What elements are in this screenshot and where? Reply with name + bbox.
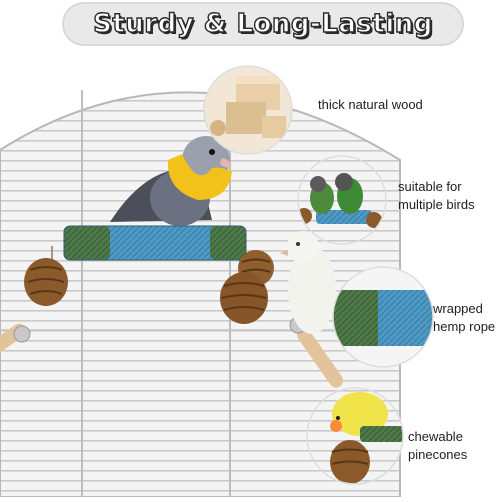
feature-label-hemp-rope: wrapped hemp rope <box>433 300 495 336</box>
white-bird <box>280 231 336 334</box>
wood-blocks-icon <box>203 65 293 155</box>
feature-text-line: multiple birds <box>398 197 475 212</box>
feature-label-multiple-birds: suitable for multiple birds <box>398 178 475 214</box>
two-birds-icon <box>297 155 387 245</box>
page-title: Sturdy & Long-Lasting <box>92 8 433 39</box>
rope-perch <box>63 225 247 261</box>
feature-text-line: hemp rope <box>433 319 496 334</box>
hemp-rope-icon <box>332 266 434 368</box>
feature-label-wood: thick natural wood <box>318 96 423 114</box>
feature-text-line: wrapped <box>433 301 483 316</box>
feature-text-line: chewable <box>408 429 463 444</box>
lovebird <box>110 136 232 226</box>
title-banner: Sturdy & Long-Lasting <box>62 2 464 46</box>
feature-text-line: suitable for <box>398 179 462 194</box>
pinecone-left <box>24 246 68 306</box>
feature-label-pinecones: chewable pinecones <box>408 428 467 464</box>
side-perch-left <box>0 323 31 352</box>
feature-text-line: thick natural wood <box>318 97 423 112</box>
pinecone-right-bottom <box>220 272 268 324</box>
feature-text-line: pinecones <box>408 447 468 462</box>
pinecone-icon <box>306 387 404 485</box>
